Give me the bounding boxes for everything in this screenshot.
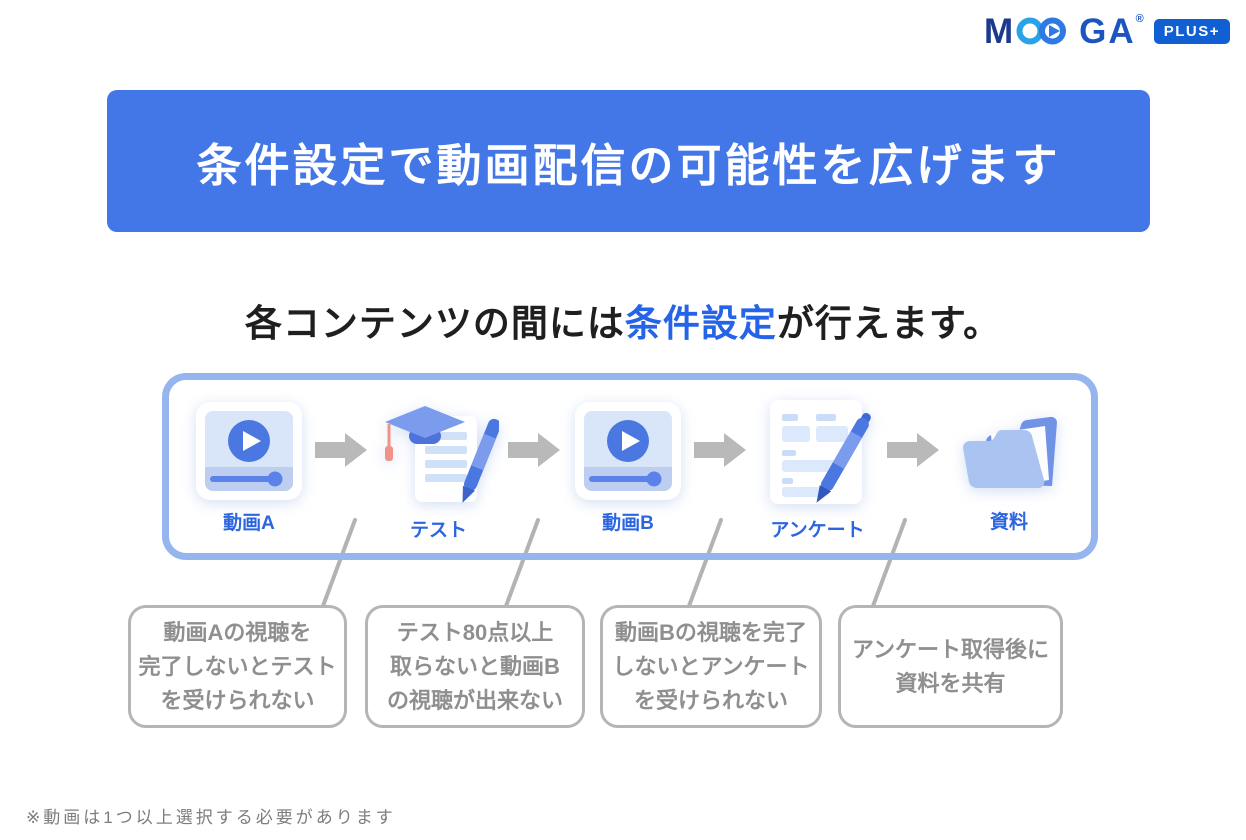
flow-item-materials: 資料 — [951, 400, 1067, 534]
flow-item-survey: アンケート — [758, 392, 878, 542]
callout-line: テスト80点以上 — [396, 619, 554, 645]
callout-line: を受けられない — [633, 687, 788, 713]
test-paper-icon — [384, 405, 499, 503]
callout-line: 完了しないとテスト — [138, 653, 337, 679]
right-arrow-icon — [887, 432, 940, 467]
content-flow-panel: 動画A — [162, 373, 1098, 560]
flow-label: 動画A — [223, 512, 275, 534]
callout-line: 動画Bの視聴を完了 — [615, 619, 807, 645]
flow-label: アンケート — [770, 519, 865, 541]
callout-line: の視聴が出来ない — [386, 687, 563, 713]
subtitle: 各コンテンツの間には条件設定が行えます。 — [0, 293, 1246, 347]
brand-letter-m: M — [983, 11, 1014, 51]
subtitle-pre: 各コンテンツの間には — [244, 303, 625, 344]
right-arrow-icon — [314, 432, 367, 467]
flow-item-video-b: 動画B — [572, 399, 684, 535]
callout-video-a-condition: 動画Aの視聴を 完了しないとテスト を受けられない — [128, 605, 347, 728]
plus-badge: PLUS+ — [1153, 18, 1230, 44]
callout-line: を受けられない — [160, 687, 315, 713]
graduation-cap — [384, 405, 465, 461]
flow-label: 資料 — [989, 511, 1028, 533]
folder-icon — [963, 416, 1057, 488]
callout-survey-share-condition: アンケート取得後に 資料を共有 — [838, 605, 1063, 728]
right-arrow-icon — [508, 432, 561, 467]
pen — [462, 418, 499, 503]
pen — [816, 412, 871, 503]
subtitle-post: が行えます。 — [776, 303, 1002, 344]
page-title: 条件設定で動画配信の可能性を広げます — [196, 139, 1061, 191]
callout-video-b-condition: 動画Bの視聴を完了 しないとアンケート を受けられない — [600, 605, 822, 728]
subtitle-highlight: 条件設定 — [624, 303, 777, 344]
registered-trademark: ® — [1135, 13, 1144, 25]
brand-logo: M GA ® PLUS+ — [984, 13, 1230, 49]
callout-test-score-condition: テスト80点以上 取らないと動画B の視聴が出来ない — [365, 605, 585, 728]
video-player-icon — [196, 401, 302, 500]
flow-label: 動画B — [602, 512, 654, 534]
right-arrow-icon — [693, 432, 746, 467]
title-banner: 条件設定で動画配信の可能性を広げます — [107, 90, 1150, 232]
callout-line: アンケート取得後に — [851, 636, 1050, 662]
flow-item-test: テスト — [379, 392, 499, 542]
callout-line: 動画Aの視聴を — [163, 619, 312, 645]
footnote: ※動画は1つ以上選択する必要があります — [26, 808, 396, 827]
callout-line: 資料を共有 — [895, 670, 1006, 696]
brand-wordmark: M GA ® — [984, 13, 1144, 49]
brand-letters-ga: GA — [1079, 11, 1136, 51]
callout-line: しないとアンケート — [612, 653, 810, 679]
callout-line: 取らないと動画B — [390, 653, 560, 679]
infinity-play-icon — [1016, 17, 1067, 45]
video-player-icon — [575, 401, 681, 500]
survey-form-icon — [769, 399, 871, 504]
flow-label: テスト — [409, 519, 467, 541]
flow-item-video-a: 動画A — [193, 399, 305, 535]
